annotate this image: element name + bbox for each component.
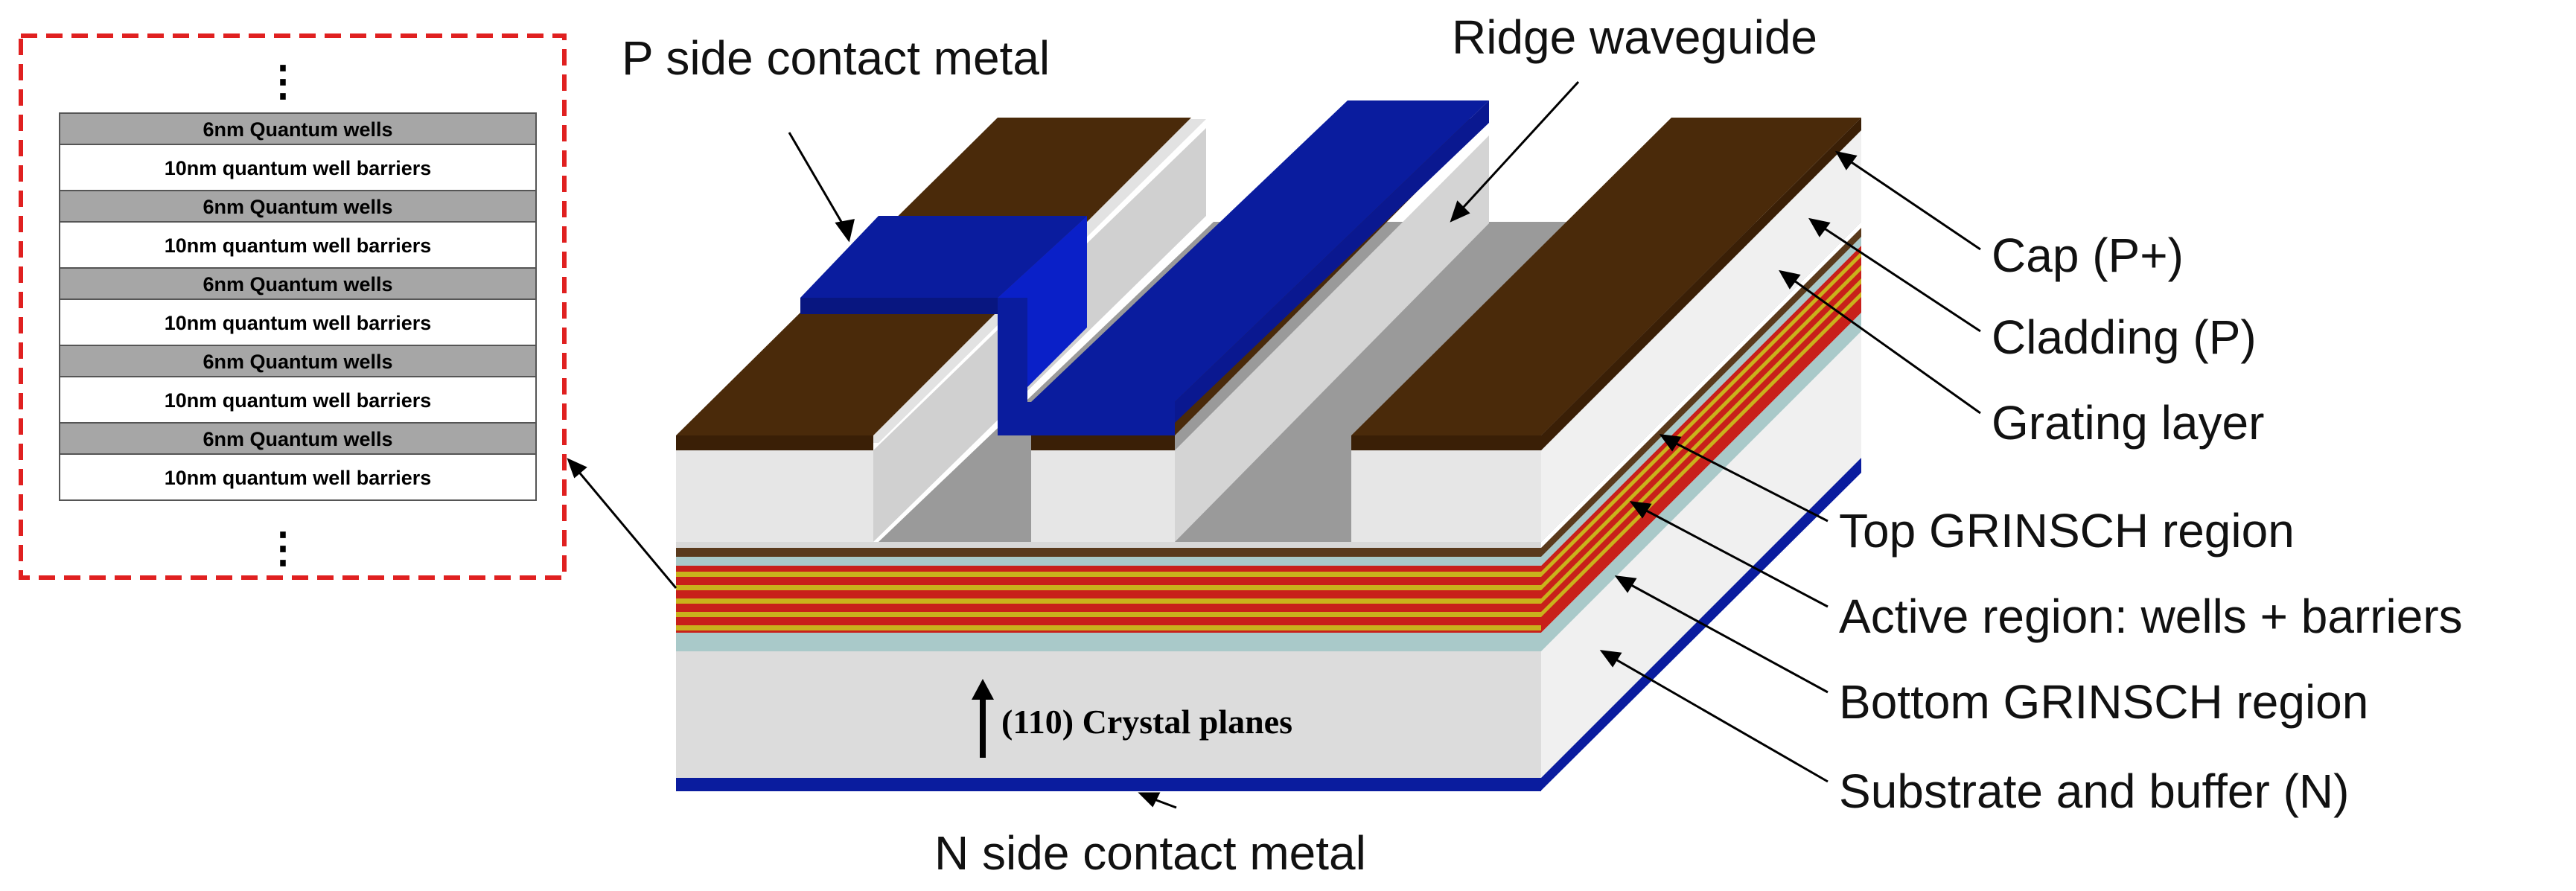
stack-row-well: 6nm Quantum wells (59, 112, 537, 145)
right-block-top (1351, 118, 1861, 435)
grating-layer-front (676, 548, 1541, 557)
top-grinsch-side (1541, 237, 1861, 566)
left-cap-front (676, 435, 873, 450)
stack-ellipsis-bottom: ⋮ (262, 524, 304, 571)
stack-row-barrier: 10nm quantum well barriers (59, 221, 537, 269)
crystal-arrow-icon (972, 679, 994, 700)
device-3d: (110) Crystal planes (676, 100, 1861, 791)
stack-row-barrier: 10nm quantum well barriers (59, 144, 537, 191)
label-bottom-grinsch: Bottom GRINSCH region (1839, 675, 2368, 729)
qw-stack-inset: ⋮ 6nm Quantum wells 10nm quantum well bar… (19, 33, 567, 580)
active-side-stripe (1541, 292, 1861, 617)
label-ridge-waveguide: Ridge waveguide (1452, 10, 1817, 64)
stack-rows: 6nm Quantum wells 10nm quantum well barri… (59, 112, 537, 501)
stack-row-label: 10nm quantum well barriers (165, 157, 432, 179)
right-block-front (1351, 450, 1541, 542)
stack-row-well: 6nm Quantum wells (59, 422, 537, 455)
label-active-region: Active region: wells + barriers (1839, 590, 2463, 643)
stack-row-label: 6nm Quantum wells (203, 428, 392, 450)
stack-row-label: 6nm Quantum wells (203, 118, 392, 141)
stack-row-barrier: 10nm quantum well barriers (59, 453, 537, 501)
stack-row-well: 6nm Quantum wells (59, 345, 537, 377)
stack-row-label: 6nm Quantum wells (203, 273, 392, 296)
stack-row-label: 10nm quantum well barriers (165, 234, 432, 257)
ridge-side (1175, 135, 1489, 542)
stack-row-label: 10nm quantum well barriers (165, 312, 432, 334)
stack-row-label: 10nm quantum well barriers (165, 467, 432, 489)
p-metal-connector-front (998, 298, 1027, 417)
stack-row-well: 6nm Quantum wells (59, 267, 537, 300)
p-metal-pad-front (800, 298, 998, 314)
active-region-front (676, 566, 1541, 633)
grating-layer-side (1541, 228, 1861, 557)
label-cladding: Cladding (P) (1992, 310, 2257, 364)
label-top-grinsch: Top GRINSCH region (1839, 504, 2295, 558)
etched-floor-front (676, 542, 1541, 548)
stack-row-barrier: 10nm quantum well barriers (59, 298, 537, 346)
substrate-front (676, 651, 1541, 778)
p-metal-pad-top (800, 216, 1087, 298)
stack-row-label: 6nm Quantum wells (203, 351, 392, 373)
active-side-stripe (1541, 265, 1861, 590)
stack-row-barrier: 10nm quantum well barriers (59, 376, 537, 424)
stack-row-label: 6nm Quantum wells (203, 196, 392, 218)
ridge-front (1031, 450, 1175, 542)
crystal-planes-label: (110) Crystal planes (1001, 703, 1292, 741)
right-cap-front (1351, 435, 1541, 450)
p-metal-ridge-side (1175, 100, 1489, 423)
top-grinsch-front (676, 557, 1541, 566)
bottom-grinsch-side (1541, 313, 1861, 651)
label-cap: Cap (P+) (1992, 229, 2184, 282)
label-p-contact: P side contact metal (622, 31, 1050, 85)
p-metal-ridge-top (1031, 100, 1489, 402)
bottom-grinsch-front (676, 633, 1541, 651)
inset-dashed-border (19, 33, 567, 580)
leader-lines (567, 80, 1981, 809)
active-side-stripe (1541, 278, 1861, 604)
right-block-side (1541, 130, 1861, 542)
left-block-front (676, 450, 873, 542)
n-metal-front (676, 778, 1541, 791)
stack-ellipsis-top: ⋮ (262, 57, 304, 104)
ridge-cap-front (1031, 435, 1175, 450)
substrate-side-face (1541, 307, 1861, 778)
stack-row-well: 6nm Quantum wells (59, 190, 537, 223)
stack-row-label: 10nm quantum well barriers (165, 389, 432, 412)
labels: P side contact metal Ridge waveguide Cap… (622, 10, 2463, 880)
label-n-contact: N side contact metal (934, 826, 1366, 880)
active-side-stripe (1541, 252, 1861, 577)
label-substrate: Substrate and buffer (N) (1839, 764, 2349, 818)
right-cap-side (1541, 118, 1861, 450)
label-grating: Grating layer (1992, 396, 2264, 450)
